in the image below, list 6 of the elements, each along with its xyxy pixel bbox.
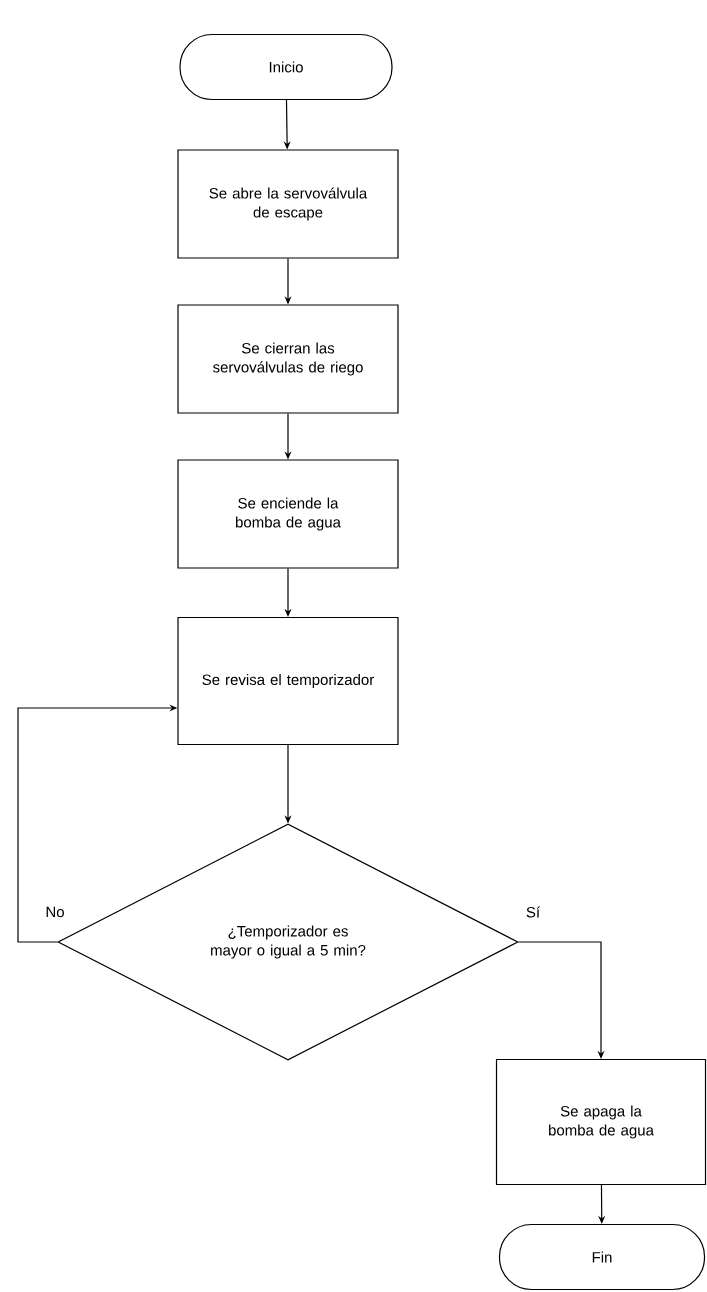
process-box: Se cierran las servoválvulas de riego bbox=[177, 304, 399, 414]
process-box: Se revisa el temporizador bbox=[177, 616, 399, 746]
edge-label: Sí bbox=[523, 904, 543, 920]
process-box: Se enciende la bomba de agua bbox=[177, 459, 399, 569]
process-box: Se abre la servoválvula de escape bbox=[177, 149, 399, 259]
process-box: Se apaga la bomba de agua bbox=[495, 1058, 707, 1186]
